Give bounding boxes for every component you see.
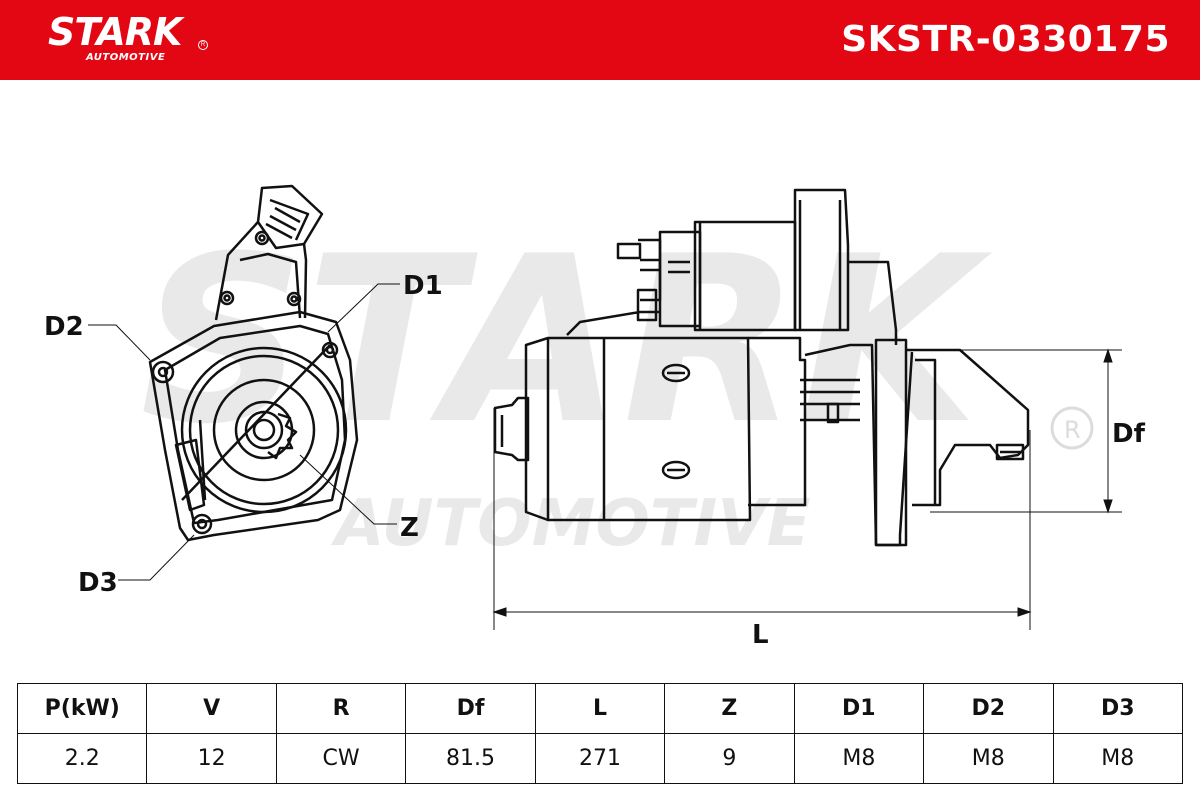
technical-drawing: STARK AUTOMOTIVE R — [44, 184, 1146, 650]
spec-value-row: 2.2 12 CW 81.5 271 9 M8 M8 M8 — [16, 733, 1183, 784]
logo-wordmark: STARK — [48, 10, 182, 54]
dimension-lines — [88, 283, 1122, 630]
header-teeth: Z — [664, 683, 795, 734]
header-rotation: R — [275, 683, 407, 734]
value-rotation: CW — [275, 733, 407, 784]
header-d2: D2 — [923, 683, 1054, 734]
value-d2: M8 — [923, 733, 1054, 784]
value-d1: M8 — [793, 733, 925, 784]
stark-logo: STARK R AUTOMOTIVE — [48, 10, 218, 66]
registered-icon: R — [198, 40, 208, 50]
value-d3: M8 — [1052, 733, 1183, 784]
label-d1: D1 — [403, 271, 443, 301]
front-view — [148, 184, 359, 542]
svg-text:R: R — [1064, 416, 1081, 444]
label-d3: D3 — [78, 568, 118, 598]
value-df: 81.5 — [405, 733, 536, 784]
label-d2: D2 — [44, 312, 84, 342]
part-code: SKSTR-0330175 — [841, 19, 1170, 60]
header-d3: D3 — [1052, 683, 1183, 734]
header-df: Df — [405, 683, 536, 734]
header-voltage: V — [146, 683, 277, 734]
value-teeth: 9 — [664, 733, 795, 784]
watermark-registered-icon — [1050, 406, 1094, 450]
label-z: Z — [400, 513, 419, 543]
header-length: L — [534, 683, 666, 734]
side-view — [493, 188, 1030, 547]
spec-table: P(kW) V R Df L Z D1 D2 D3 2.2 12 CW 81.5… — [16, 683, 1183, 784]
value-voltage: 12 — [146, 733, 277, 784]
header-bar: STARK R AUTOMOTIVE SKSTR-0330175 — [0, 0, 1200, 80]
spec-header-row: P(kW) V R Df L Z D1 D2 D3 — [16, 683, 1183, 734]
value-length: 271 — [534, 733, 666, 784]
watermark-brand: STARK — [140, 208, 993, 475]
header-power: P(kW) — [16, 683, 148, 734]
logo-subtitle: AUTOMOTIVE — [86, 52, 166, 63]
header-d1: D1 — [793, 683, 925, 734]
value-power: 2.2 — [16, 733, 148, 784]
label-df: Df — [1112, 419, 1146, 449]
label-l: L — [752, 620, 769, 650]
watermark-subtitle: AUTOMOTIVE — [330, 487, 811, 561]
